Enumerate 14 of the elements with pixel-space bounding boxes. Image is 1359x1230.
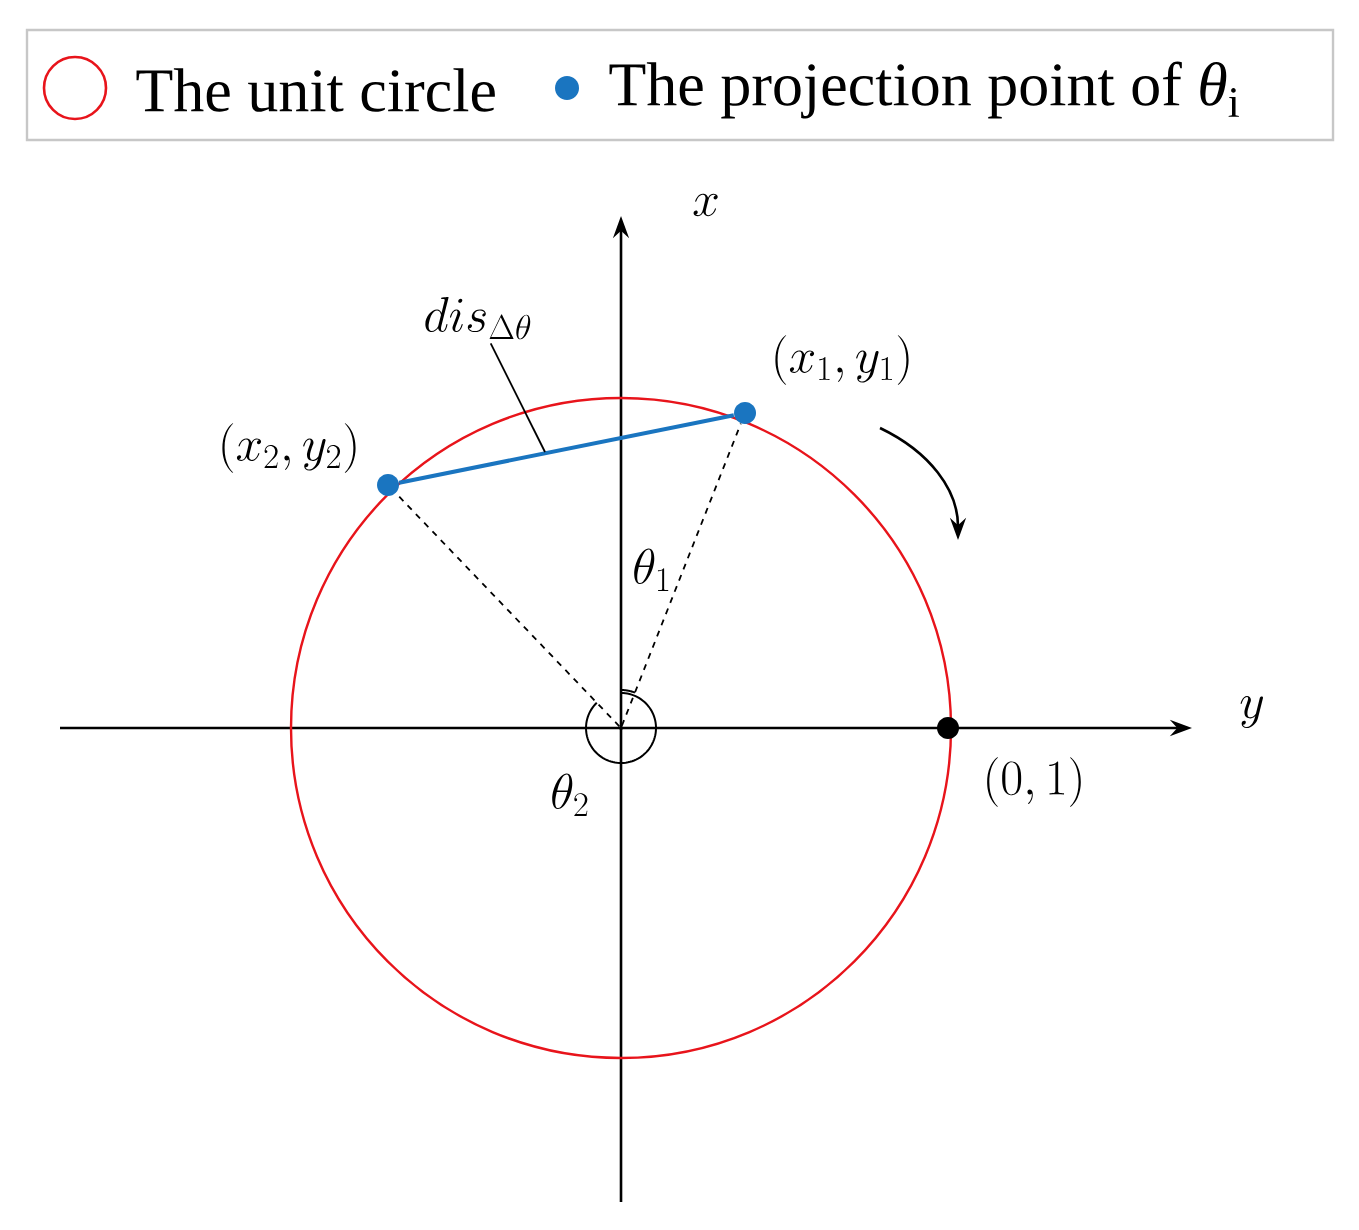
origin-point <box>619 726 623 730</box>
axis-label: $y$ <box>1240 695 1263 729</box>
axis-label: $x$ <box>693 193 718 217</box>
distance-label: $dis_{\Delta\theta}$ <box>425 297 531 340</box>
radius-line <box>621 422 742 727</box>
angle-label: $\theta_1$ <box>634 548 669 591</box>
legend-label: The unit circle <box>136 68 495 112</box>
leader-line <box>489 342 546 453</box>
coordinate-label: $(x_1,y_1)$ <box>775 335 909 385</box>
coordinate-label: $(x_2,y_2)$ <box>222 423 356 473</box>
chord-line <box>398 413 735 485</box>
legend-label: The projection point of θ$_{i}$ <box>609 61 1239 119</box>
coordinate-label: $(0,1)$ <box>987 757 1081 807</box>
angle-label: $\theta_2$ <box>552 773 588 816</box>
